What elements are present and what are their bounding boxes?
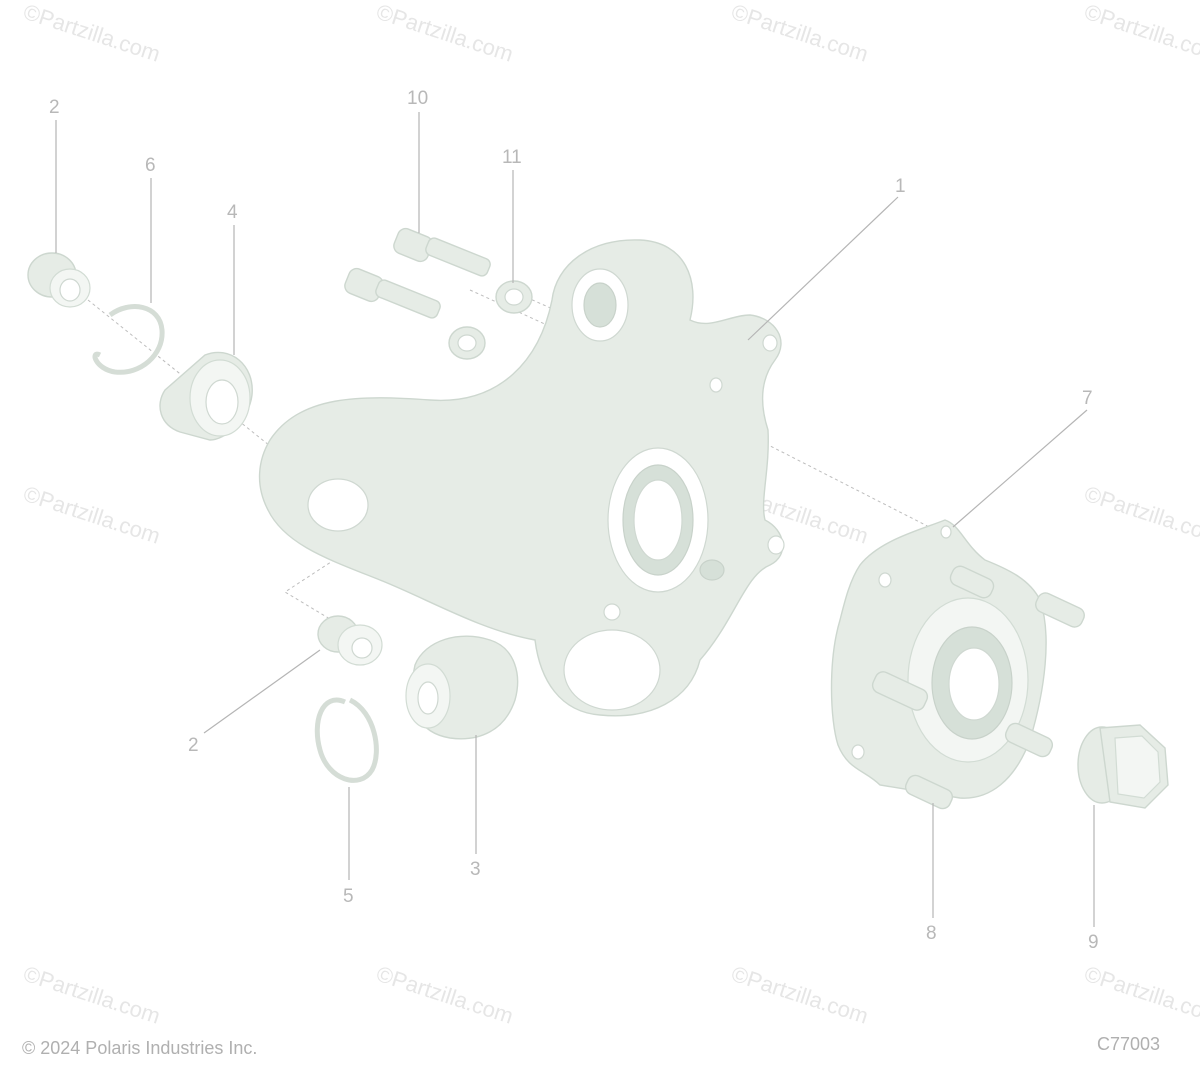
callout-2-bottom: 2 [188,735,199,756]
watermark: ©Partzilla.com [20,0,163,67]
snap-ring-lower-part [314,697,379,783]
callout-7: 7 [1082,388,1093,409]
washer-part-upper [495,280,533,314]
callout-9: 9 [1088,932,1099,953]
bushing-part-top [27,252,91,308]
washer-part-lower [448,326,486,360]
callout-8: 8 [926,923,937,944]
watermark: ©Partzilla.com [1081,481,1200,549]
bushing-part-lower [317,615,383,666]
nut-part [1077,724,1169,809]
snap-ring-part [92,304,165,375]
callout-2-top: 2 [49,97,60,118]
bushing-large-part [405,635,519,740]
callouts: 2 6 4 10 11 1 7 2 5 3 8 9 [49,88,1099,953]
watermark: ©Partzilla.com [20,481,163,549]
knuckle-part [258,239,785,717]
bolt-part-upper [393,227,491,277]
watermark: ©Partzilla.com [728,0,871,67]
watermark: ©Partzilla.com [1081,0,1200,67]
callout-5: 5 [343,886,354,907]
watermark: ©Partzilla.com [20,961,163,1029]
callout-11: 11 [502,147,522,168]
watermark: ©Partzilla.com [728,961,871,1029]
bearing-part [159,351,253,441]
callout-1: 1 [895,176,906,197]
watermark: ©Partzilla.com [1081,961,1200,1029]
callout-4: 4 [227,202,238,223]
watermark: ©Partzilla.com [373,0,516,67]
diagram-code: C77003 [1097,1034,1160,1054]
callout-3: 3 [470,859,481,880]
bolt-part-lower [344,267,441,319]
leader-lines [55,112,1095,927]
watermark: ©Partzilla.com [373,961,516,1029]
callout-6: 6 [145,155,156,176]
copyright-text: © 2024 Polaris Industries Inc. [22,1038,257,1058]
callout-10: 10 [407,88,428,109]
hub-part [830,519,1085,810]
